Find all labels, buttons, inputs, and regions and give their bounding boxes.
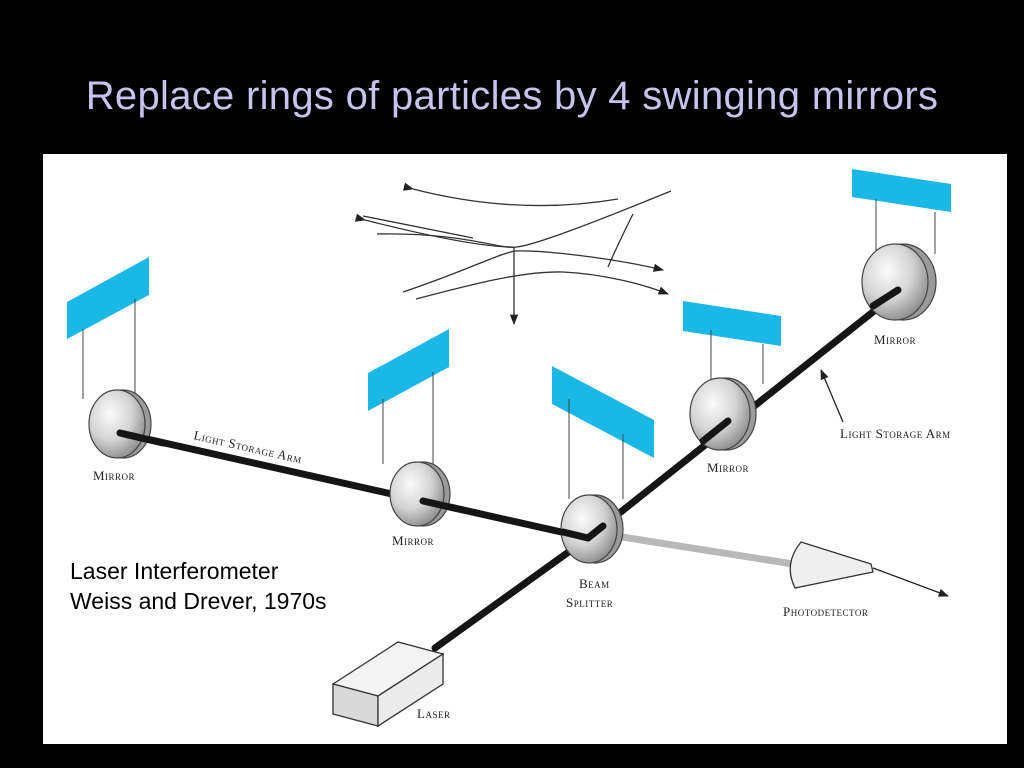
beam-left-arm xyxy=(116,429,592,542)
mirror-far-left-disc xyxy=(88,389,152,459)
photodetector-output-arrow xyxy=(872,567,949,597)
figure-caption: Laser Interferometer Weiss and Drever, 1… xyxy=(70,556,327,616)
wave-curve-upper xyxy=(376,190,672,248)
photodetector xyxy=(789,541,949,597)
interferometer-figure: Mirror Mirror Mirror Mirror Beam Splitte… xyxy=(43,154,1007,744)
arm-pointer-arrow xyxy=(820,369,844,423)
caption-line-1: Laser Interferometer xyxy=(70,558,279,584)
interferometer-diagram: Mirror Mirror Mirror Mirror Beam Splitte… xyxy=(67,169,951,728)
slide-title: Replace rings of particles by 4 swinging… xyxy=(85,74,939,118)
gravitational-wave-pattern xyxy=(354,182,672,326)
beam-endpoints xyxy=(116,286,902,542)
label-beam-splitter-2: Splitter xyxy=(566,595,613,610)
label-laser: Laser xyxy=(417,706,450,721)
label-mirror-inner-right: Mirror xyxy=(707,460,749,475)
mirror-inner-left-disc xyxy=(389,461,451,527)
label-arm-right: Light Storage Arm xyxy=(840,426,951,441)
mount-inner-right xyxy=(683,301,781,346)
mirror-inner-right-disc xyxy=(689,377,757,451)
label-mirror-far-right: Mirror xyxy=(874,332,916,347)
label-mirror-far-left: Mirror xyxy=(93,468,135,483)
laser-box xyxy=(331,641,445,728)
label-mirror-inner-left: Mirror xyxy=(392,533,434,548)
label-beam-splitter-1: Beam xyxy=(579,576,610,591)
mount-far-right xyxy=(852,169,951,212)
wave-arrow-left xyxy=(354,213,514,248)
wave-curve-right xyxy=(607,213,634,268)
mirror-mounts xyxy=(67,169,951,499)
wave-curve-left-upper xyxy=(362,215,474,239)
wave-curve-middle xyxy=(402,250,665,293)
beam-output xyxy=(599,530,797,568)
mount-far-left xyxy=(67,257,149,339)
wave-curve-top xyxy=(402,182,619,207)
mount-beam-splitter xyxy=(552,366,654,458)
beam-splitter-disc xyxy=(560,494,624,564)
beam-laser xyxy=(431,534,592,652)
label-photodetector: Photodetector xyxy=(783,604,868,619)
wave-curve-lower xyxy=(415,271,669,300)
caption-line-2: Weiss and Drever, 1970s xyxy=(70,588,327,614)
mount-inner-left xyxy=(368,329,449,411)
mirrors xyxy=(88,243,937,564)
